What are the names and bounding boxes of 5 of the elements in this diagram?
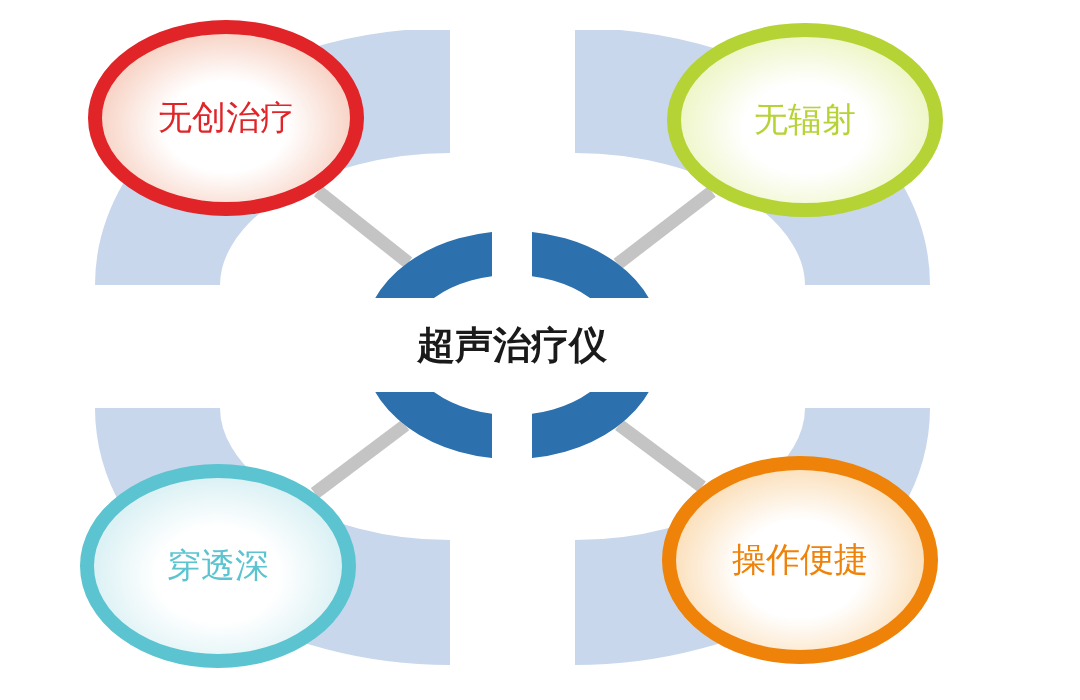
center-title: 超声治疗仪 (417, 321, 607, 369)
feature-oval: 无辐射 (667, 23, 943, 217)
feature-oval: 操作便捷 (662, 456, 938, 664)
feature-oval: 无创治疗 (88, 20, 364, 216)
feature-oval: 穿透深 (80, 464, 356, 668)
